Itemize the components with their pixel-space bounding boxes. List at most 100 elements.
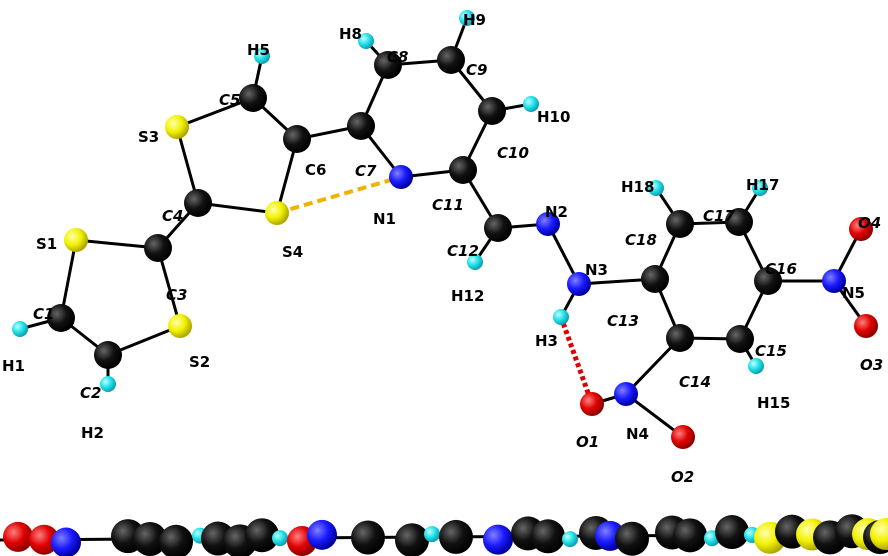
atom-n4 [614, 382, 638, 406]
atom-c7 [347, 112, 375, 140]
atom-s3 [165, 115, 189, 139]
side-atom-10 [272, 530, 288, 547]
atom-label-c8: C8 [387, 48, 408, 66]
atom-label-c7: C7 [355, 162, 377, 180]
atom-c18 [666, 210, 694, 238]
atom-n2 [536, 212, 560, 236]
side-view-projection [0, 514, 888, 556]
atom-n5 [822, 269, 846, 293]
atom-label-n4: N4 [626, 425, 649, 443]
side-atom-37 [870, 518, 888, 551]
atom-label-c12: C12 [447, 242, 479, 260]
atom-s1 [64, 228, 88, 252]
atom-label-s4: S4 [282, 243, 303, 261]
atom-c15 [726, 325, 754, 353]
side-atom-17 [483, 524, 513, 555]
side-atom-9 [245, 518, 279, 553]
side-atom-1 [29, 524, 59, 555]
atom-h18 [648, 180, 664, 196]
atom-label-h9: H9 [463, 11, 486, 29]
atom-label-c6: C6 [305, 161, 326, 179]
atom-label-h8: H8 [339, 25, 362, 43]
atom-label-c17: C17 [703, 207, 735, 225]
atom-s4 [265, 201, 289, 225]
atom-label-n2: N2 [545, 203, 568, 221]
side-atom-19 [531, 519, 565, 554]
atom-n3 [567, 272, 591, 296]
atom-label-h5: H5 [247, 41, 270, 59]
atom-label-s1: S1 [36, 235, 57, 253]
atom-c17 [725, 208, 753, 236]
side-atom-5 [159, 524, 193, 556]
side-atom-27 [715, 515, 749, 550]
atom-c6 [283, 125, 311, 153]
atom-s2 [168, 314, 192, 338]
side-atom-12 [307, 519, 337, 550]
atom-c8 [374, 51, 402, 79]
side-atom-0 [3, 521, 33, 552]
atom-label-c3: C3 [166, 286, 187, 304]
atom-c9 [437, 46, 465, 74]
atom-h5 [254, 48, 270, 64]
atom-label-n3: N3 [585, 261, 608, 279]
atom-h8 [358, 33, 374, 49]
hydrogen-bond-h3-o1 [558, 316, 595, 405]
atom-c5 [239, 84, 267, 112]
atom-o3 [854, 314, 878, 338]
atom-label-n5: N5 [842, 284, 865, 302]
atom-label-h1: H1 [2, 357, 25, 375]
atom-label-h3: H3 [535, 332, 558, 350]
atom-c12 [484, 214, 512, 242]
atom-c11 [449, 156, 477, 184]
atom-label-c2: C2 [80, 384, 101, 402]
atom-label-c9: C9 [466, 61, 487, 79]
side-atom-4 [133, 521, 167, 556]
hydrogen-bond-s4-n1 [276, 175, 402, 215]
atom-h17 [752, 180, 768, 196]
atom-h15 [748, 358, 764, 374]
atom-label-h17: H17 [746, 176, 779, 194]
atom-label-o1: O1 [576, 433, 599, 451]
atom-h12 [467, 254, 483, 270]
atom-label-c14: C14 [679, 373, 711, 391]
atom-c3 [144, 234, 172, 262]
atom-label-c5: C5 [219, 91, 240, 109]
side-atom-16 [439, 519, 473, 554]
atom-o1 [580, 392, 604, 416]
atom-label-h12: H12 [451, 287, 484, 305]
atom-label-c18: C18 [625, 231, 657, 249]
atom-label-h18: H18 [621, 178, 654, 196]
side-atom-25 [673, 518, 707, 553]
atom-c13 [641, 265, 669, 293]
atom-c2 [94, 341, 122, 369]
atom-label-c11: C11 [432, 196, 464, 214]
atom-label-h10: H10 [537, 108, 570, 126]
atom-h3 [553, 309, 569, 325]
atom-label-s3: S3 [138, 128, 159, 146]
atom-n1 [389, 165, 413, 189]
atom-layer [12, 10, 878, 449]
side-atom-2 [51, 527, 81, 556]
atom-o2 [671, 425, 695, 449]
hydrogen-bond-layer [276, 175, 595, 405]
atom-label-h2: H2 [81, 424, 104, 442]
atom-label-o3: O3 [860, 356, 883, 374]
atom-label-o4: O4 [858, 214, 881, 232]
atom-label-s2: S2 [189, 353, 210, 371]
side-atom-23 [615, 521, 649, 556]
side-atom-15 [424, 526, 440, 543]
atom-h9 [459, 10, 475, 26]
atom-c4 [184, 189, 212, 217]
atom-label-c16: C16 [765, 260, 797, 278]
side-atom-14 [395, 523, 429, 556]
atom-label-c15: C15 [755, 342, 787, 360]
atom-c14 [666, 324, 694, 352]
atom-c16 [754, 267, 782, 295]
atom-c1 [47, 304, 75, 332]
atom-label-o2: O2 [671, 468, 694, 486]
atom-h2 [100, 376, 116, 392]
atom-h10 [523, 96, 539, 112]
atom-label-c13: C13 [607, 312, 639, 330]
